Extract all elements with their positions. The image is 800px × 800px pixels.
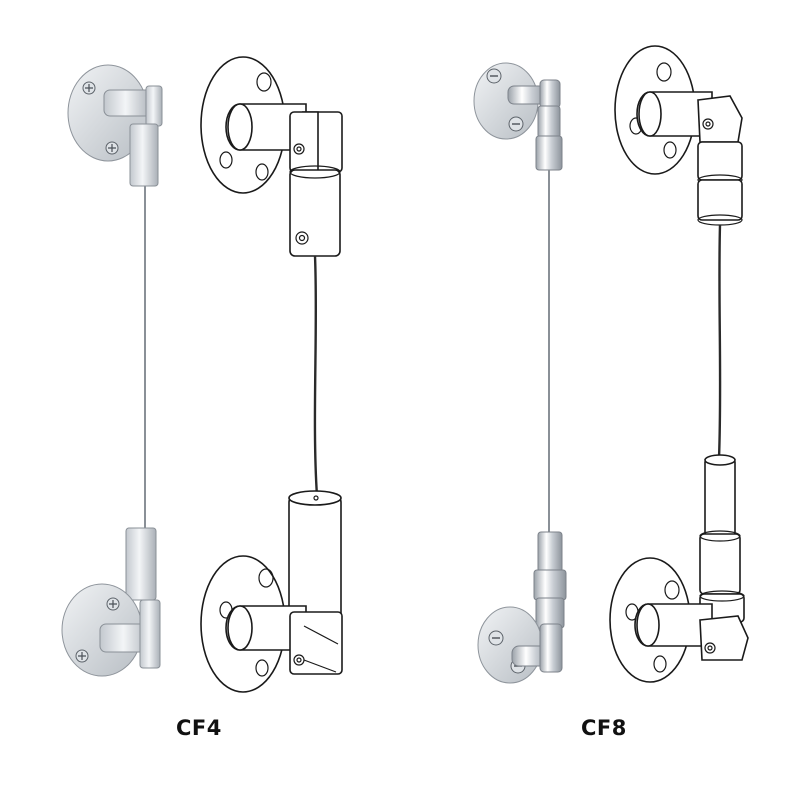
cf8-photo-bottom-bracket	[477, 531, 567, 684]
cf4-drawing-bottom-bracket	[200, 490, 343, 693]
cf8-drawing-top-bracket	[614, 45, 743, 226]
cf4-drawing-top-bracket	[200, 56, 343, 257]
cf4-photo	[61, 64, 163, 677]
cf8-drawing	[609, 45, 749, 683]
model-label-cf4: CF4	[176, 716, 222, 740]
cf8-photo	[473, 62, 567, 684]
cf8-drawing-bottom-bracket	[609, 454, 749, 683]
cf4-photo-bottom-bracket	[61, 527, 161, 677]
model-label-cf8: CF8	[581, 716, 627, 740]
cf8-photo-top-bracket	[473, 62, 563, 171]
cf8-drawing-cable	[717, 224, 722, 459]
cf4-drawing	[200, 56, 343, 693]
cf4-photo-top-bracket	[67, 64, 163, 187]
cf4-drawing-cable	[313, 255, 319, 497]
